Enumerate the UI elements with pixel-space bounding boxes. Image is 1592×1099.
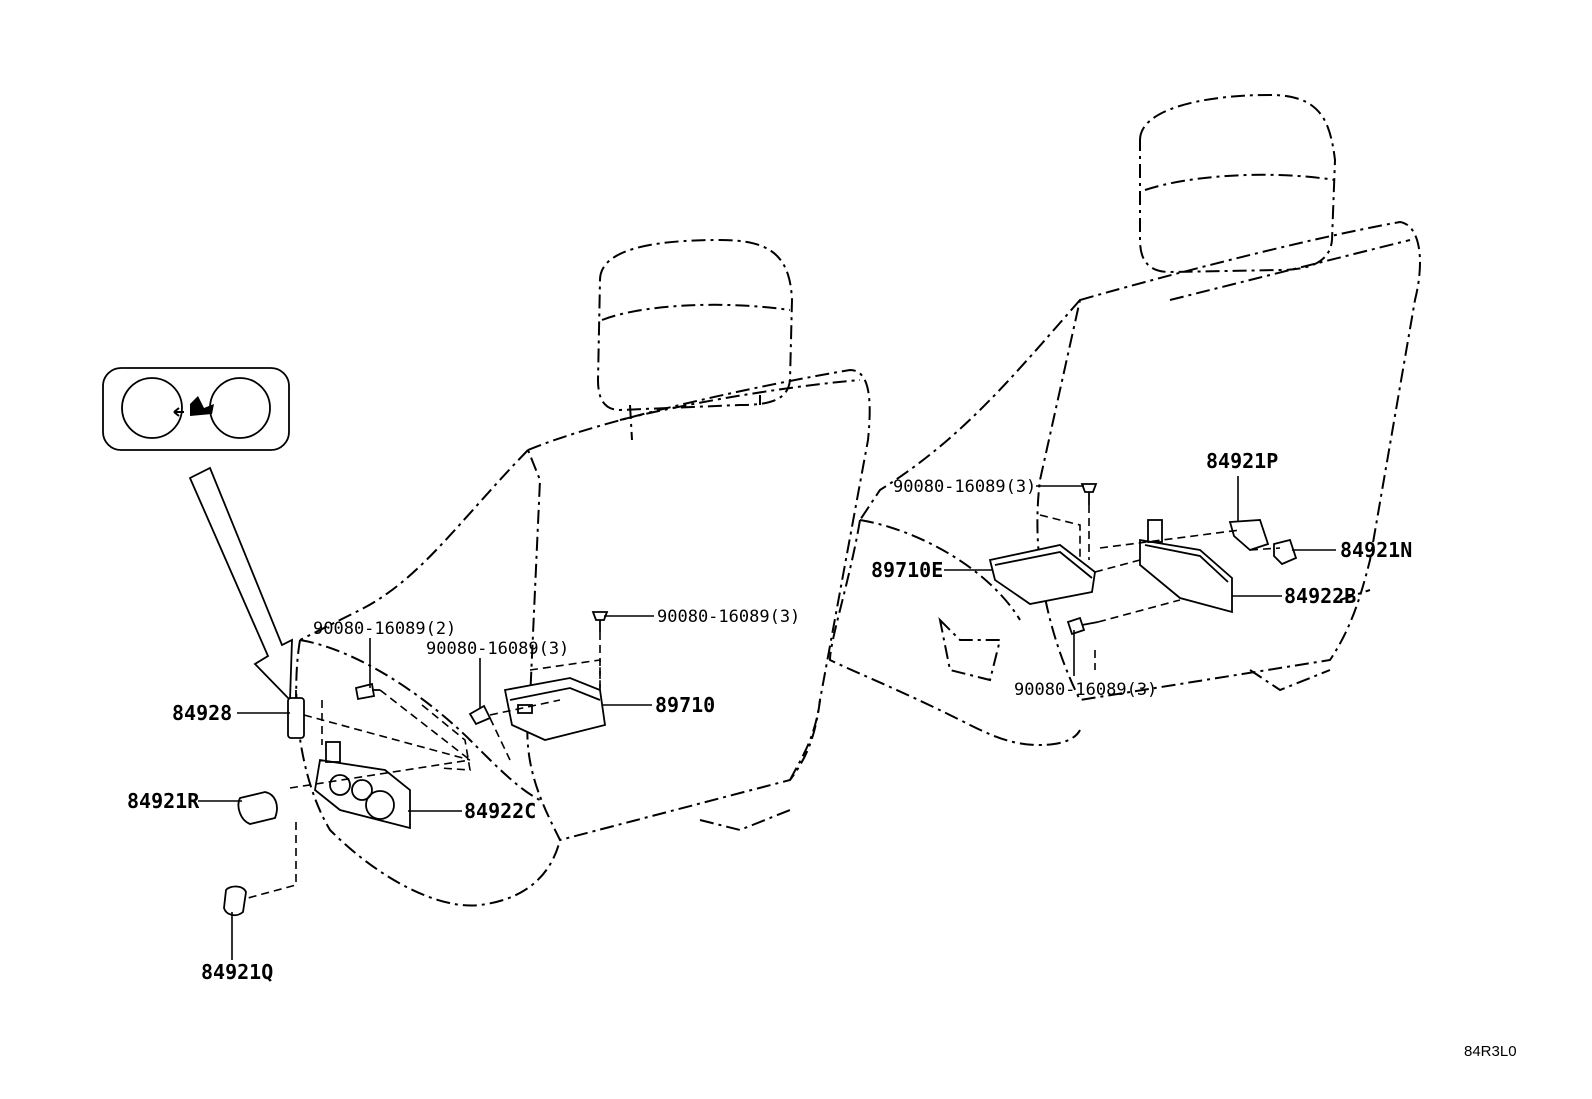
part-84922c	[314, 741, 411, 830]
label-84921q: 84921Q	[201, 960, 273, 984]
seat-heater-switch-left-knob	[121, 377, 183, 439]
labels: 84928 84921R 84921Q 84922C 89710 90080-1…	[127, 449, 1517, 1060]
left-connection-lines	[247, 632, 601, 899]
part-84921n	[1273, 538, 1298, 566]
diagram-reference-code: 84R3L0	[1464, 1043, 1517, 1060]
label-screw-left-3a: 90080-16089(3)	[426, 639, 569, 659]
right-seat-outline	[828, 93, 1421, 747]
right-connection-lines	[1039, 505, 1281, 670]
label-screw-left-3b: 90080-16089(3)	[657, 607, 800, 627]
label-screw-left-2: 90080-16089(2)	[313, 619, 456, 639]
leader-lines	[198, 476, 1336, 960]
part-84928	[287, 690, 305, 739]
label-89710: 89710	[655, 693, 715, 717]
label-84922c: 84922C	[464, 799, 536, 823]
label-84928: 84928	[172, 701, 232, 725]
screw-right-top	[1080, 483, 1098, 505]
screw-left-3a	[468, 704, 492, 726]
label-screw-right-top: 90080-16089(3)	[893, 477, 1036, 497]
part-84922b	[1139, 519, 1233, 614]
screw-left-3b	[591, 611, 609, 632]
seat-heater-switch-icon	[173, 396, 214, 417]
part-84921r	[237, 791, 278, 825]
part-84921p	[1228, 519, 1270, 552]
label-screw-right-bottom: 90080-16089(3)	[1014, 680, 1157, 700]
label-84922b: 84922B	[1284, 584, 1356, 608]
label-89710e: 89710E	[871, 558, 943, 582]
screw-right-bottom	[1066, 616, 1099, 636]
part-84921q	[223, 885, 247, 917]
label-84921n: 84921N	[1340, 538, 1412, 562]
label-84921r: 84921R	[127, 789, 200, 813]
seat-heater-switch-right-knob	[209, 377, 271, 439]
switch-inset	[102, 367, 293, 703]
part-89710e	[988, 544, 1096, 605]
left-seat-outline	[295, 238, 871, 907]
label-84921p: 84921P	[1206, 449, 1278, 473]
screw-left-2	[354, 682, 380, 701]
